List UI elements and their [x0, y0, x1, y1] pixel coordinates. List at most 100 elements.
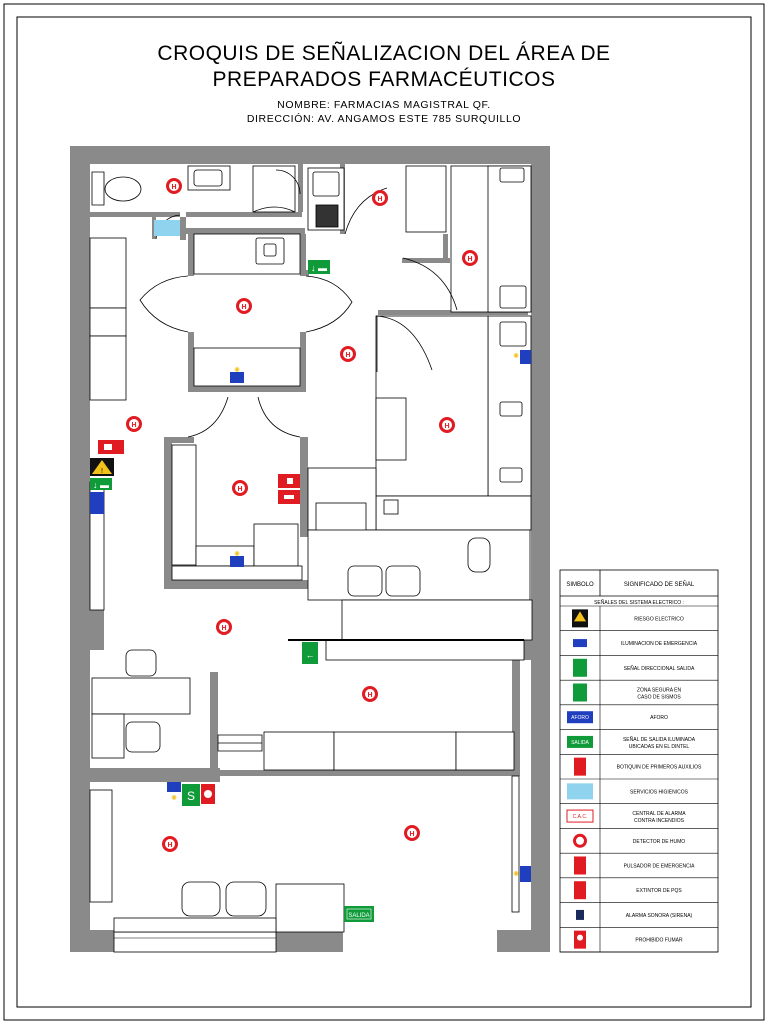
extinguisher-sign — [278, 474, 300, 504]
legend-header-symbol: SIMBOLO — [566, 582, 594, 588]
legend-text-line-2: UBICADAS EN EL DINTEL — [629, 744, 690, 750]
emergency-button-sign — [98, 440, 124, 454]
exterior-walls — [70, 146, 550, 953]
detector-symbol: H — [409, 831, 414, 838]
legend-row: EXTINTOR DE PQS — [560, 877, 718, 903]
detector-symbol: H — [237, 486, 242, 493]
plan-title-line-2: PREPARADOS FARMACÉUTICOS — [212, 68, 556, 91]
detectors-layer: H H H H H H H H H H H H — [126, 178, 478, 852]
emergency-light: ✺ — [513, 866, 531, 882]
svg-text:✺: ✺ — [234, 366, 240, 374]
emergency-light-icon — [573, 639, 587, 648]
electric-risk-icon — [572, 609, 588, 628]
restroom-icon — [567, 783, 593, 800]
extinguisher-icon — [574, 881, 586, 900]
legend-text-line-1: DETECTOR DE HUMO — [633, 839, 686, 845]
legend-text-line-1: CENTRAL DE ALARMA — [632, 811, 686, 817]
legend-text-line-2: CASO DE SISMOS — [637, 695, 681, 701]
svg-text:✺: ✺ — [513, 352, 519, 360]
siren-icon — [576, 909, 584, 920]
detector-symbol: H — [367, 692, 372, 699]
legend-row: ILUMINACION DE EMERGENCIA — [560, 630, 718, 656]
safe-zone-icon — [573, 683, 587, 702]
sheet-border-inner — [16, 16, 752, 1008]
smoke-detector-icon: H — [340, 346, 356, 362]
no-smoking-icon — [574, 930, 586, 949]
safe-zone-sign: S — [182, 784, 200, 806]
detector-symbol: H — [171, 184, 176, 191]
legend-text-line-1: PROHIBIDO FUMAR — [635, 938, 683, 944]
smoke-detector-icon: H — [372, 190, 388, 206]
smoke-detector-icon: H — [126, 416, 142, 432]
first-aid-icon — [574, 757, 586, 776]
legend-row: SERVICIOS HIGIENICOS — [560, 779, 718, 805]
exit-direction-sign: ← — [302, 642, 318, 664]
svg-text:!: ! — [101, 468, 103, 475]
plan-address-line: DIRECCIÓN: AV. ANGAMOS ESTE 785 SURQUILL… — [246, 113, 522, 125]
legend-text-line-1: EXTINTOR DE PQS — [636, 888, 682, 894]
legend-icon-text: SALIDA — [571, 740, 589, 746]
detector-symbol: H — [444, 423, 449, 430]
legend-row: PULSADOR DE EMERGENCIA — [560, 853, 718, 879]
svg-text:←: ← — [306, 650, 315, 660]
detector-symbol: H — [377, 196, 382, 203]
furniture — [89, 165, 533, 933]
smoke-detector-icon: H — [162, 836, 178, 852]
legend-row: DETECTOR DE HUMO — [560, 828, 718, 854]
legend-header-meaning: SIGNIFICADO DE SEÑAL — [624, 581, 695, 588]
legend-row: AFORO AFORO — [560, 704, 718, 730]
legend-text-line-1: PULSADOR DE EMERGENCIA — [624, 864, 696, 870]
legend-row: ALARMA SONORA (SIRENA) — [560, 902, 718, 928]
lit-exit-icon: SALIDA — [567, 735, 593, 748]
legend-rows: RIESGO ELECTRICO ILUMINACION DE EMERGENCI… — [560, 606, 718, 953]
legend-row: PROHIBIDO FUMAR — [560, 927, 718, 953]
legend-text-line-1: ALARMA SONORA (SIRENA) — [626, 913, 693, 919]
alarm-panel-icon: C.A.C. — [566, 809, 594, 823]
legend-text-line-1: ILUMINACION DE EMERGENCIA — [621, 641, 698, 647]
legend-text-line-1: BOTIQUIN DE PRIMEROS AUXILIOS — [617, 765, 702, 771]
smoke-detector-icon: H — [232, 480, 248, 496]
alarm-siren-sign — [201, 784, 215, 804]
exit-sign-text: SALIDA — [348, 913, 369, 919]
exit-direction-icon — [573, 658, 587, 677]
legend-section-title: SEÑALES DEL SISTEMA ELECTRICO : — [594, 599, 684, 606]
aforo-icon: AFORO — [567, 711, 593, 724]
emergency-button-icon — [574, 856, 586, 875]
electric-risk-sign: ! — [90, 458, 114, 476]
legend-row: SEÑAL DIRECCIONAL SALIDA — [560, 655, 718, 681]
smoke-detector-icon: H — [236, 298, 252, 314]
svg-text:↓ ▬: ↓ ▬ — [93, 480, 109, 490]
legend-icon-text: C.A.C. — [573, 814, 588, 820]
exit-direction-sign: ↓ ▬ — [308, 260, 330, 274]
lit-exit-sign: SALIDA — [344, 906, 374, 922]
detector-symbol: H — [221, 625, 226, 632]
svg-text:✺: ✺ — [171, 794, 177, 802]
plan-name-line: NOMBRE: FARMACIAS MAGISTRAL QF. — [277, 99, 491, 111]
svg-text:✺: ✺ — [234, 550, 240, 558]
legend-row: RIESGO ELECTRICO — [560, 606, 718, 632]
detector-symbol: H — [467, 256, 472, 263]
exit-direction-sign: ↓ ▬ — [90, 478, 112, 490]
emergency-light: ✺ — [230, 366, 244, 383]
legend-row: BOTIQUIN DE PRIMEROS AUXILIOS — [560, 754, 718, 780]
emergency-light: ✺ — [513, 350, 531, 364]
smoke-detector-icon — [573, 833, 587, 848]
legend-text-line-2: CONTRA INCENDIOS — [634, 818, 685, 824]
legend-text-line-1: AFORO — [650, 715, 668, 721]
emergency-light: ✺ — [230, 550, 244, 567]
detector-symbol: H — [345, 352, 350, 359]
safe-zone-symbol: S — [187, 789, 195, 803]
plan-title-line-1: CROQUIS DE SEÑALIZACION DEL ÁREA DE — [157, 42, 611, 65]
restroom-sign — [154, 220, 180, 236]
legend-icon-text: AFORO — [571, 715, 589, 721]
smoke-detector-icon: H — [462, 250, 478, 266]
detector-symbol: H — [131, 422, 136, 429]
smoke-detector-icon: H — [439, 417, 455, 433]
smoke-detector-icon: H — [362, 686, 378, 702]
detector-symbol: H — [167, 842, 172, 849]
